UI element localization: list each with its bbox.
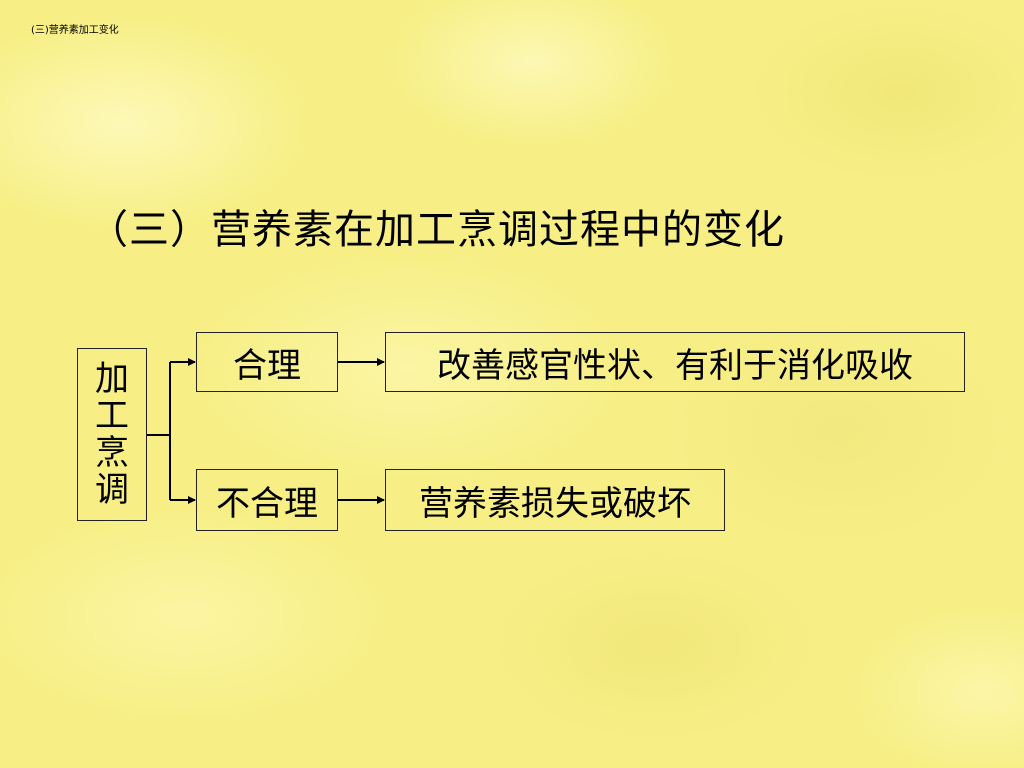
branch-reasonable: 合理 (196, 332, 338, 392)
root-node-char: 工 (95, 395, 129, 436)
result-nutrient-loss: 营养素损失或破坏 (385, 469, 725, 531)
root-node-char: 调 (95, 469, 129, 510)
root-to-branches-connector (147, 358, 196, 504)
result-improve-digestion: 改善感官性状、有利于消化吸收 (385, 332, 965, 392)
branch-unreasonable: 不合理 (196, 469, 338, 531)
root-node-processing-cooking: 加 工 烹 调 (77, 348, 147, 521)
slide-title: （三）营养素在加工烹调过程中的变化 (88, 207, 785, 253)
root-node-char: 烹 (95, 432, 129, 473)
header-label: (三)营养素加工变化 (31, 25, 119, 36)
root-node-char: 加 (95, 358, 129, 399)
